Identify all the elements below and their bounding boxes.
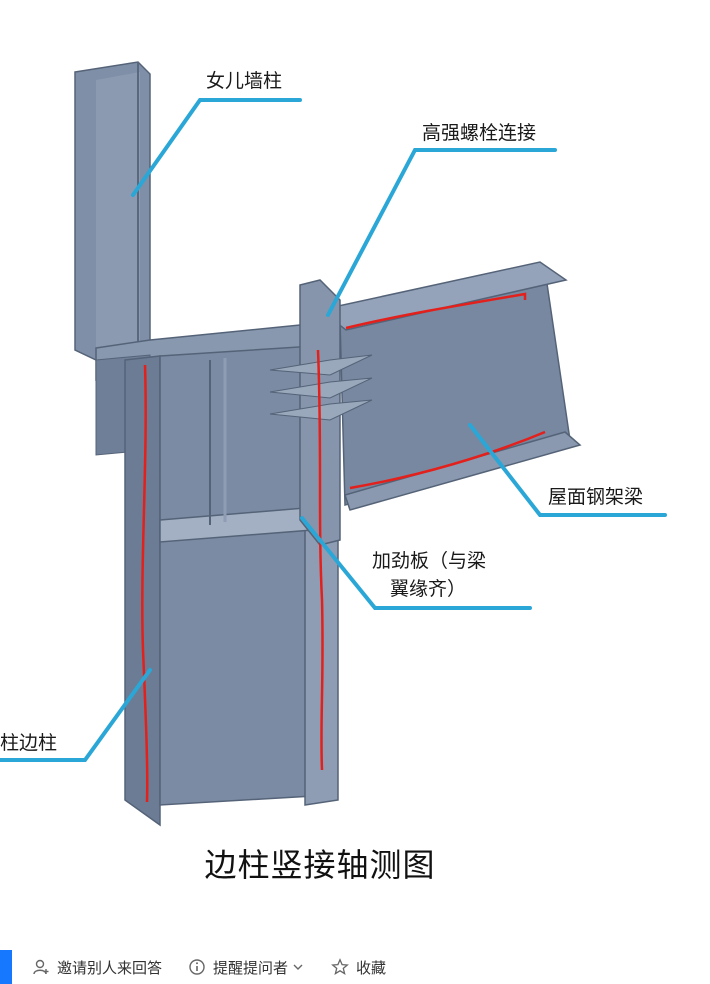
red-annotation-stroke — [316, 349, 324, 771]
label-stiffener-line2: 翼缘齐） — [390, 578, 467, 600]
red-annotation-stroke — [345, 292, 527, 330]
label-edge-column: 柱边柱 — [0, 732, 58, 754]
label-roof-beam: 屋面钢架梁 — [548, 486, 644, 508]
label-stiffener-line1: 加劲板（与梁 — [372, 550, 487, 572]
steel-connection-figure: 女儿墙柱 高强螺栓连接 屋面钢架梁 加劲板（与梁 翼缘齐） 柱边柱 边柱竖接轴测… — [0, 61, 667, 884]
figure-caption: 边柱竖接轴测图 — [204, 846, 436, 884]
remind-asker-button[interactable]: 提醒提问者 — [188, 957, 305, 978]
label-parapet-column: 女儿墙柱 — [206, 70, 283, 92]
accent-tab — [0, 950, 12, 984]
favorite-button[interactable]: 收藏 — [331, 957, 386, 978]
action-bar: 邀请别人来回答 提醒提问者 收藏 — [0, 950, 710, 984]
bolt-row — [269, 377, 373, 399]
bolt-row — [269, 354, 373, 376]
chevron-down-icon — [293, 964, 303, 970]
remind-asker-label: 提醒提问者 — [213, 958, 289, 977]
red-annotation-stroke — [141, 364, 149, 803]
leader-lines — [0, 98, 667, 762]
parapet-column-face — [96, 72, 140, 356]
label-high-strength-bolt: 高强螺栓连接 — [422, 122, 537, 144]
invite-answer-button[interactable]: 邀请别人来回答 — [32, 957, 162, 978]
invite-user-icon — [33, 959, 49, 975]
red-annotation-stroke — [349, 430, 546, 490]
axonometric-drawing — [0, 61, 667, 827]
star-icon — [331, 958, 349, 975]
info-circle-icon — [189, 959, 205, 975]
favorite-label: 收藏 — [356, 958, 387, 977]
bolt-row — [269, 399, 373, 421]
invite-answer-label: 邀请别人来回答 — [57, 958, 163, 977]
